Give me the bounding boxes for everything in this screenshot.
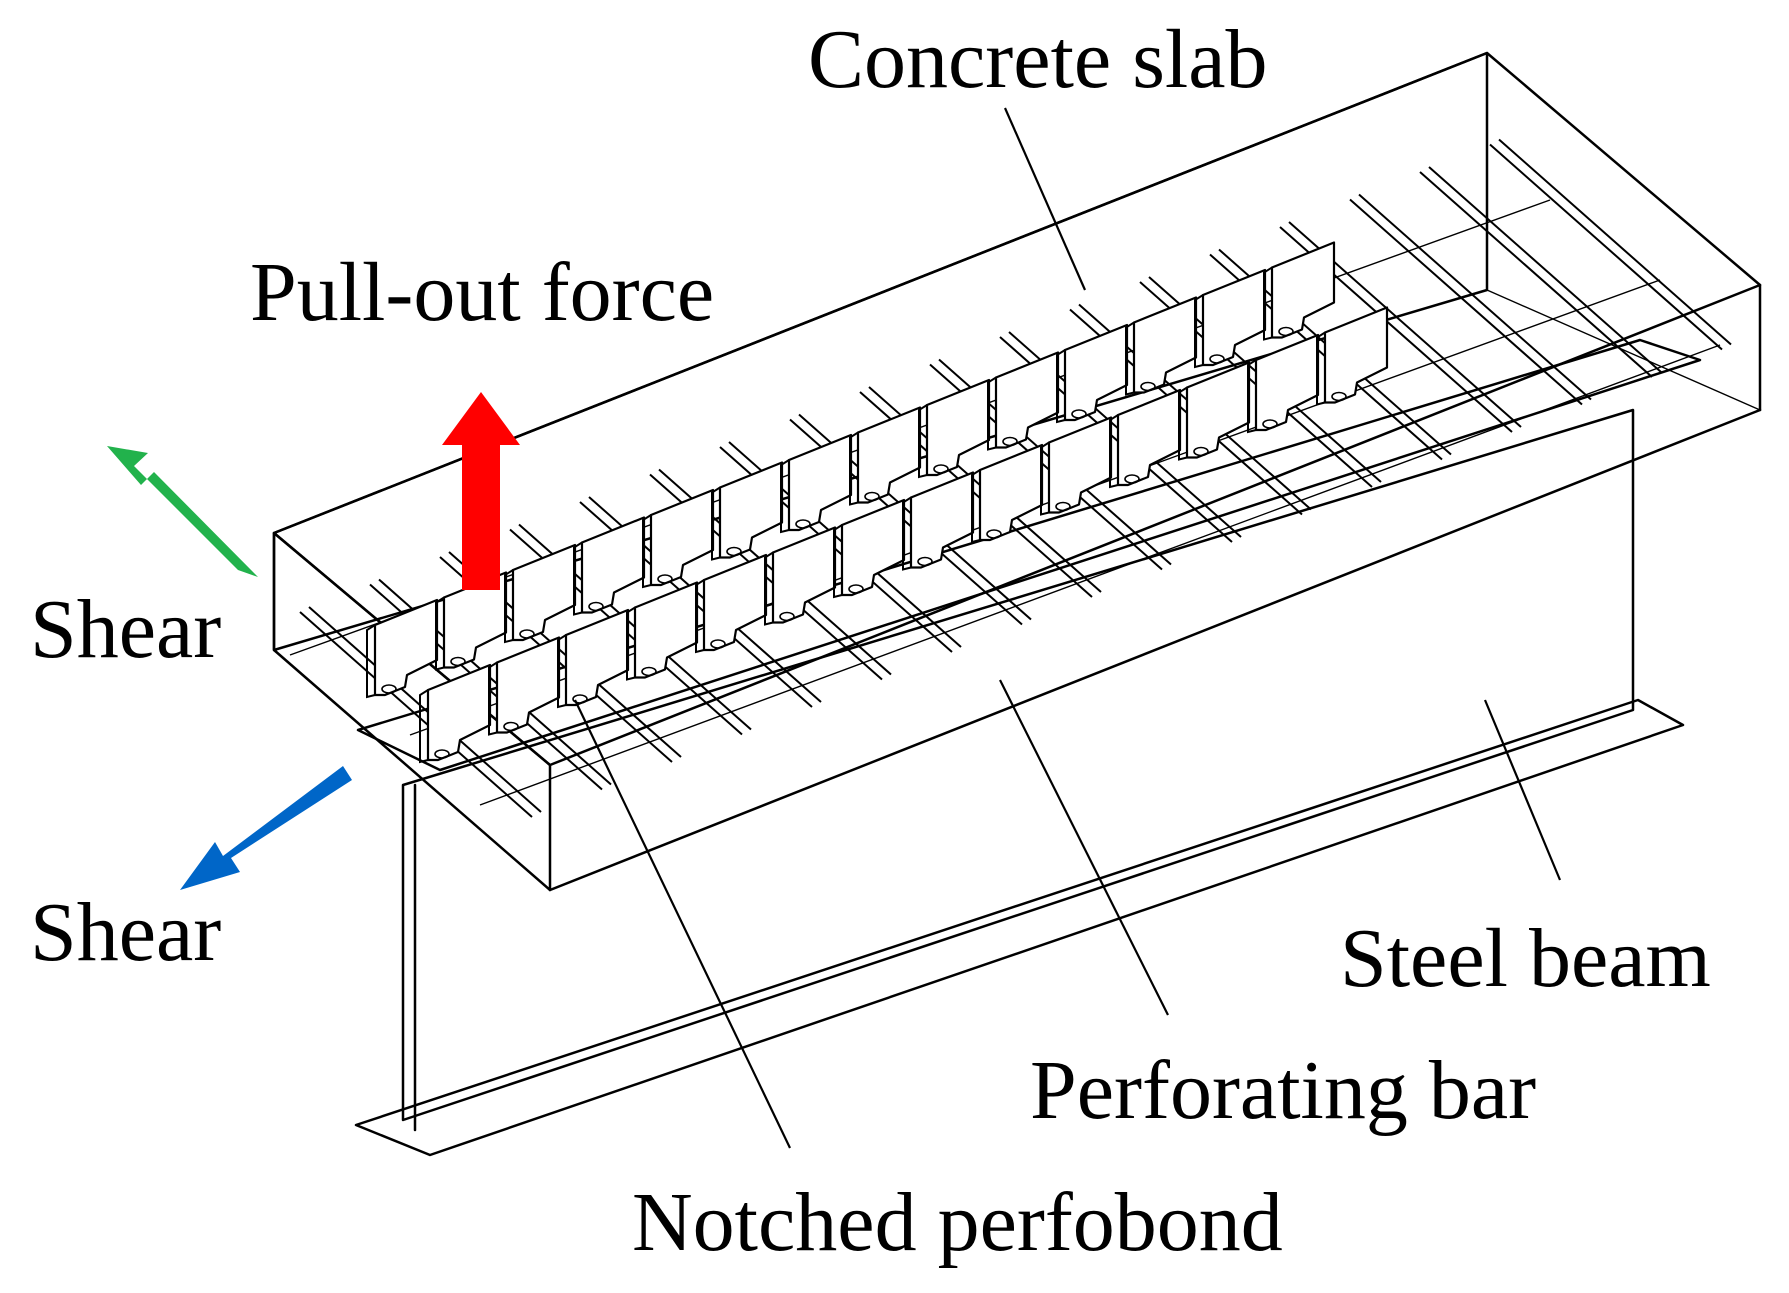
notched-perfobond-rib: [488, 636, 561, 736]
concrete-slab-label: Concrete slab: [808, 13, 1268, 106]
shear-upper-label: Shear: [30, 583, 221, 676]
notched-perfobond-rib: [987, 351, 1060, 451]
notched-perfobond-rib: [626, 581, 699, 681]
notched-perfobond-rib: [1194, 268, 1267, 369]
concrete-slab-leader: [1003, 107, 1087, 291]
notched-perfobond-rib: [573, 516, 646, 616]
notched-perfobond-rib: [902, 471, 975, 571]
steel-beam-top-flange: [356, 338, 1702, 772]
notched-perfobond-ribs: [366, 241, 1389, 764]
notched-perfobond-rib: [504, 543, 577, 644]
perforating-bar: [299, 606, 542, 818]
notched-perfobond-rib: [764, 526, 837, 626]
shear-lower-label: Shear: [30, 886, 221, 979]
notched-perfobond-rib: [695, 553, 768, 654]
perforating-bar-leader: [999, 679, 1169, 1016]
perforating-bar: [1419, 166, 1662, 378]
notched-perfobond-rib: [1263, 241, 1336, 341]
notched-perfobond-rib: [711, 461, 784, 561]
notched-perfobond-rib: [366, 598, 439, 699]
notched-perfobond-label: Notched perfobond: [632, 1176, 1283, 1269]
pull-out-force-arrow: [442, 392, 520, 590]
shear-lower-arrow: [180, 766, 352, 890]
notched-perfobond-rib: [780, 433, 853, 534]
notched-perfobond-rib: [1316, 306, 1389, 406]
flange-edge: [355, 699, 1639, 1126]
pull-out-force-label: Pull-out force: [250, 246, 714, 339]
notched-perfobond-leader: [574, 699, 791, 1149]
notched-perfobond-rib: [642, 488, 715, 589]
notched-perfobond-rib: [849, 406, 922, 506]
slab-bottom-edge: [548, 408, 1762, 892]
notched-perfobond-rib: [833, 498, 906, 599]
perforating-bar-label: Perforating bar: [1030, 1044, 1536, 1137]
notched-perfobond-rib: [1109, 388, 1182, 489]
notched-perfobond-rib: [1040, 416, 1113, 516]
notched-perfobond-rib: [918, 378, 991, 479]
slab-hidden-edge: [1486, 289, 1761, 411]
notched-perfobond-rib: [557, 608, 630, 709]
notched-perfobond-rib: [1056, 323, 1129, 424]
slab-hidden-line-3: [479, 344, 1721, 806]
steel-beam-leader: [1483, 699, 1562, 881]
perforating-bar: [1349, 193, 1592, 406]
shear-upper-arrow: [107, 446, 258, 577]
notched-perfobond-rib: [971, 443, 1044, 544]
perforating-bar: [1489, 138, 1732, 351]
steel-beam-label: Steel beam: [1340, 912, 1711, 1005]
notched-perfobond-rib: [419, 663, 492, 764]
